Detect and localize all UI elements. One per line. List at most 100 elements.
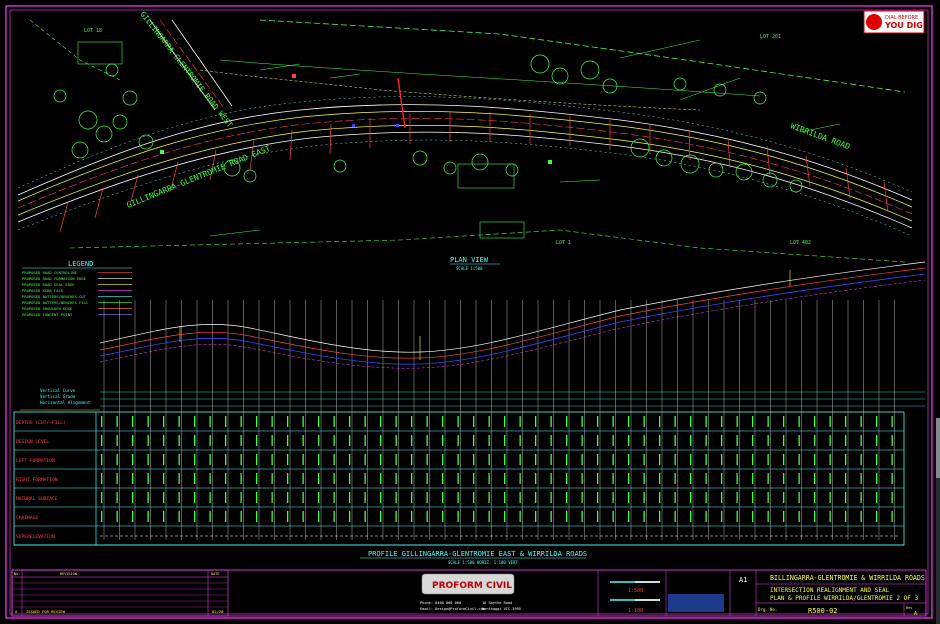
profile-cell-mark — [876, 492, 878, 503]
profile-cell-mark — [163, 454, 165, 465]
profile-cell-mark — [163, 511, 165, 522]
profile-cell-mark — [674, 454, 676, 465]
profile-cell-mark — [349, 435, 351, 446]
profile-view: Vertical Curve Vertical Grade Horizontal… — [13, 261, 926, 565]
profile-cell-mark — [876, 454, 878, 465]
profile-cell-mark — [845, 454, 847, 465]
profile-cell-mark — [876, 473, 878, 484]
profile-cell-mark — [442, 435, 444, 446]
profile-cell-mark — [674, 416, 676, 427]
profile-cell-mark — [628, 416, 630, 427]
profile-cell-mark — [488, 473, 490, 484]
profile-cell-mark — [116, 416, 118, 427]
profile-cell-mark — [798, 473, 800, 484]
profile-cell-mark — [674, 473, 676, 484]
profile-cell-mark — [752, 492, 754, 503]
profile-cell-mark — [860, 435, 862, 446]
profile-cell-mark — [147, 435, 149, 446]
profile-cell-mark — [829, 454, 831, 465]
profile-cell-mark — [752, 511, 754, 522]
legend-item-label: PROPOSED SHOULDER EDGE — [22, 306, 73, 311]
profile-cell-mark — [442, 492, 444, 503]
profile-cell-mark — [209, 454, 211, 465]
profile-cell-mark — [256, 435, 258, 446]
tree-symbols — [53, 54, 803, 193]
profile-cell-mark — [333, 454, 335, 465]
label-lot-d: LOT 18 — [84, 28, 102, 34]
profile-cell-mark — [225, 416, 227, 427]
vertical-scrollbar[interactable] — [936, 418, 940, 624]
profile-cell-mark — [178, 511, 180, 522]
curve-label-vertical-grade: Vertical Grade — [40, 394, 76, 399]
profile-cell-mark — [302, 473, 304, 484]
legend-item-label: PROPOSED ROAD CENTRELINE — [22, 270, 78, 275]
profile-cell-mark — [752, 454, 754, 465]
profile-cell-mark — [798, 511, 800, 522]
profile-cell-mark — [225, 435, 227, 446]
address-line-1: 16 Smythe Road — [482, 601, 512, 605]
profile-cell-mark — [271, 454, 273, 465]
profile-row-label: NATURAL SURFACE — [16, 496, 58, 502]
profile-cell-mark — [814, 511, 816, 522]
sheet-inner-border — [9, 9, 929, 615]
profile-cell-mark — [535, 511, 537, 522]
profile-cell-mark — [612, 416, 614, 427]
profile-cell-mark — [876, 435, 878, 446]
profile-cell-mark — [488, 435, 490, 446]
profile-cell-mark — [736, 492, 738, 503]
profile-cell-mark — [364, 416, 366, 427]
badge-line1: DIAL BEFORE — [885, 15, 918, 21]
profile-cell-mark — [395, 454, 397, 465]
profile-cell-mark — [550, 416, 552, 427]
profile-cell-mark — [178, 416, 180, 427]
profile-cell-mark — [721, 511, 723, 522]
profile-cell-mark — [163, 492, 165, 503]
profile-cell-mark — [845, 473, 847, 484]
profile-cell-mark — [814, 492, 816, 503]
profile-cell-mark — [287, 473, 289, 484]
profile-cell-mark — [814, 435, 816, 446]
profile-cell-mark — [147, 473, 149, 484]
profile-cell-mark — [829, 511, 831, 522]
profile-cell-mark — [845, 416, 847, 427]
profile-cell-mark — [504, 511, 506, 522]
profile-cell-mark — [891, 473, 893, 484]
profile-cell-mark — [628, 435, 630, 446]
scrollbar-thumb[interactable] — [936, 418, 940, 478]
profile-cell-mark — [798, 416, 800, 427]
profile-cell-mark — [690, 473, 692, 484]
profile-cell-mark — [209, 435, 211, 446]
profile-cell-mark — [178, 435, 180, 446]
plan-view-scale: SCALE 1:500 — [456, 266, 483, 271]
drawing-number-label: Drg. No. — [758, 607, 777, 612]
profile-cell-mark — [457, 435, 459, 446]
contact-phone: Phone: 0400 000 000 — [420, 601, 461, 605]
rev-entry-text: ISSUED FOR REVIEW — [26, 609, 66, 614]
profile-cell-mark — [240, 454, 242, 465]
profile-cell-mark — [333, 492, 335, 503]
profile-cell-mark — [457, 473, 459, 484]
rev-header-revision: REVISION — [60, 572, 77, 576]
drawing-title-line1: INTERSECTION REALIGNMENT AND SEAL — [770, 587, 890, 594]
profile-cell-mark — [488, 511, 490, 522]
profile-cell-mark — [829, 492, 831, 503]
profile-cell-mark — [519, 473, 521, 484]
rev-header-no: No. — [14, 572, 20, 576]
profile-cell-mark — [442, 454, 444, 465]
profile-cell-mark — [504, 416, 506, 427]
profile-cell-mark — [457, 454, 459, 465]
profile-cell-mark — [690, 416, 692, 427]
profile-cell-mark — [132, 511, 134, 522]
profile-cell-mark — [178, 454, 180, 465]
profile-cell-mark — [318, 454, 320, 465]
profile-cell-mark — [566, 454, 568, 465]
profile-cell-mark — [628, 473, 630, 484]
profile-cell-mark — [349, 511, 351, 522]
label-lot-c: LOT 402 — [790, 240, 811, 246]
rev-entry-date: 02/20 — [212, 609, 224, 614]
profile-cell-mark — [349, 492, 351, 503]
profile-cell-mark — [891, 416, 893, 427]
profile-cell-mark — [395, 511, 397, 522]
profile-cell-mark — [705, 454, 707, 465]
profile-cell-mark — [674, 511, 676, 522]
